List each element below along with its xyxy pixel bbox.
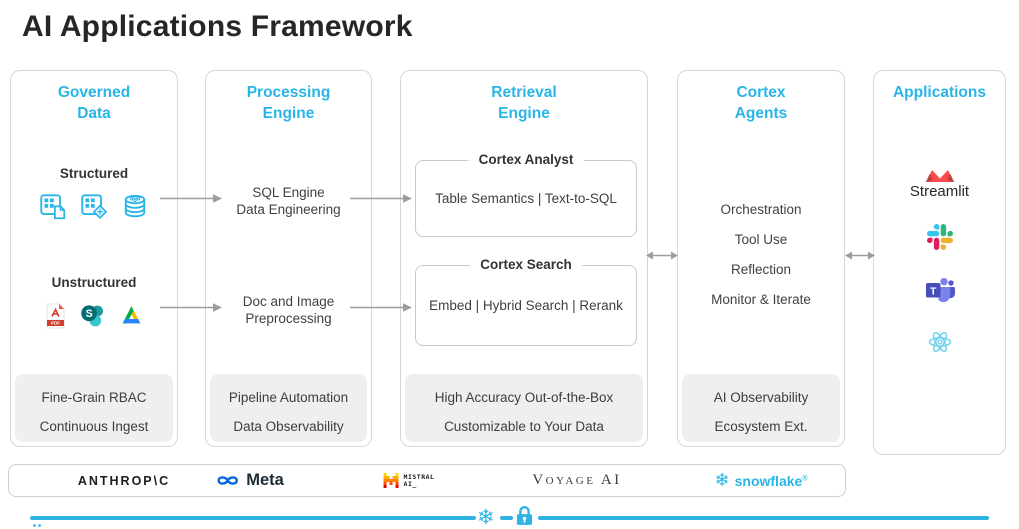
footer-line: Data Observability — [233, 419, 344, 434]
cortex-analyst-box: Cortex Analyst Table Semantics | Text-to… — [415, 152, 637, 237]
teams-icon: T — [925, 277, 955, 303]
bottom-divider-mid — [500, 516, 513, 520]
retrieval-engine-column: Retrieval Engine Cortex Analyst Table Se… — [400, 70, 648, 447]
footer-line: Fine-Grain RBAC — [41, 390, 147, 405]
cortex-search-box: Cortex Search Embed | Hybrid Search | Re… — [415, 257, 637, 346]
google-drive-icon — [122, 306, 140, 324]
unstructured-label: Unstructured — [51, 275, 137, 290]
arrow-agents-applications-bidirectional — [845, 251, 875, 260]
svg-text:PDF: PDF — [50, 320, 59, 325]
footer-line: High Accuracy Out-of-the-Box — [434, 390, 614, 405]
retrieval-engine-footer: High Accuracy Out-of-the-Box Customizabl… — [405, 374, 643, 442]
arrow-processing-to-analyst — [350, 194, 412, 203]
meta-logo: Meta — [214, 465, 284, 496]
applications-column: Applications Streamlit — [873, 70, 1006, 455]
slack-icon — [926, 224, 953, 250]
mistral-m-icon — [383, 473, 399, 488]
governed-data-column: Governed Data Structured — [10, 70, 178, 447]
mistral-logo: MISTRAL AI_ — [383, 465, 435, 496]
cortex-agents-footer: AI Observability Ecosystem Ext. — [682, 374, 840, 442]
meta-infinity-icon — [217, 476, 238, 485]
cortex-analyst-title: Cortex Analyst — [468, 152, 584, 167]
table-sync-icon — [81, 194, 108, 219]
arrow-processing-to-search — [350, 303, 412, 312]
cortex-analyst-content: Table Semantics | Text-to-SQL — [435, 191, 617, 206]
agent-item: Tool Use — [734, 232, 788, 247]
retrieval-engine-header: Retrieval Engine — [491, 84, 557, 122]
react-icon — [928, 331, 951, 353]
sharepoint-icon: S — [80, 305, 103, 327]
footer-line: Continuous Ingest — [39, 419, 149, 434]
agent-item: Orchestration — [720, 202, 802, 217]
governed-data-footer: Fine-Grain RBAC Continuous Ingest — [15, 374, 173, 442]
cortex-agents-header: Cortex Agents — [734, 84, 788, 122]
cutoff-snowflake-mark — [33, 524, 36, 527]
footer-line: Customizable to Your Data — [444, 419, 604, 434]
anthropic-logo: ANTHROP\C — [77, 473, 171, 488]
security-snowflake-icon: ❄ — [477, 505, 495, 529]
structured-icons-row — [11, 192, 177, 222]
processing-engine-header: Processing Engine — [246, 84, 331, 122]
processing-engine-column: Processing Engine SQL Engine Data Engine… — [205, 70, 372, 447]
svg-text:T: T — [929, 285, 936, 297]
structured-label: Structured — [59, 166, 129, 181]
arrow-retrieval-agents-bidirectional — [646, 251, 678, 260]
footer-line: Ecosystem Ext. — [714, 419, 808, 434]
database-icon — [124, 194, 146, 218]
snowflake-wordmark: snowflake® — [734, 472, 808, 489]
svg-text:S: S — [85, 308, 92, 320]
meta-wordmark: Meta — [246, 471, 284, 489]
streamlit-label: Streamlit — [909, 183, 970, 200]
bottom-divider-left — [30, 516, 476, 520]
mistral-wordmark: MISTRAL AI_ — [403, 472, 435, 488]
unstructured-icons-row: PDF S — [11, 302, 177, 329]
snowflake-logo: ❄ snowflake® — [715, 465, 808, 496]
voyage-ai-logo: Voyage AI — [532, 472, 622, 488]
cutoff-snowflake-mark — [38, 524, 41, 527]
cortex-search-title: Cortex Search — [470, 257, 582, 272]
page-title: AI Applications Framework — [22, 10, 413, 43]
agent-item: Monitor & Iterate — [711, 292, 811, 307]
cortex-search-content: Embed | Hybrid Search | Rerank — [429, 298, 623, 313]
applications-header: Applications — [892, 84, 986, 101]
governed-data-header: Governed Data — [57, 84, 131, 122]
streamlit-icon — [925, 170, 954, 182]
partner-logo-bar: ANTHROP\C Meta MISTRAL AI_ Voyage AI ❄ s… — [8, 464, 846, 497]
footer-line: Pipeline Automation — [228, 390, 349, 405]
cortex-agents-column: Cortex Agents Orchestration Tool Use Ref… — [677, 70, 845, 447]
arrow-unstructured-to-processing — [160, 303, 222, 312]
agent-item: Reflection — [730, 262, 792, 277]
arrow-structured-to-processing — [160, 194, 222, 203]
bottom-divider-right — [538, 516, 989, 520]
pdf-icon: PDF — [46, 303, 64, 328]
table-copy-icon — [40, 194, 66, 220]
processing-engine-footer: Pipeline Automation Data Observability — [210, 374, 367, 442]
snowflake-mark-icon: ❄ — [714, 470, 730, 491]
doc-image-text: Doc and Image Preprocessing — [242, 294, 335, 326]
footer-line: AI Observability — [713, 390, 809, 405]
security-lock-icon — [516, 506, 533, 525]
sql-engine-text: SQL Engine Data Engineering — [236, 185, 341, 217]
